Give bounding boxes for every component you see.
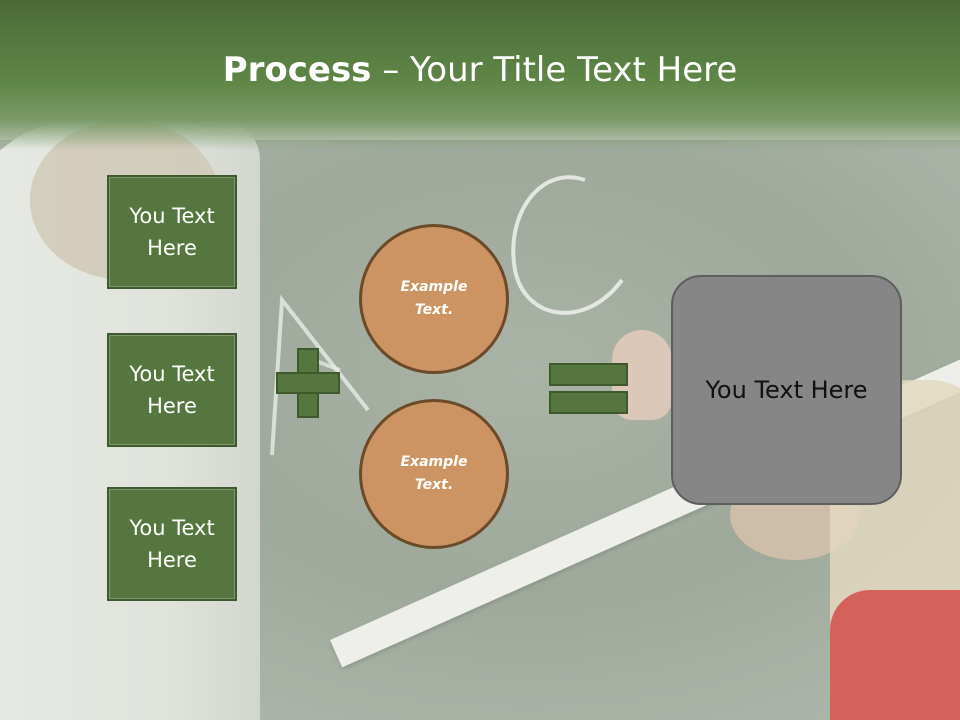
example-circle-2-label: Example Text. bbox=[400, 454, 468, 493]
text-box-1[interactable]: You Text Here bbox=[107, 175, 237, 289]
girl-shirt bbox=[830, 590, 960, 720]
slide-title[interactable]: Process – Your Title Text Here bbox=[0, 50, 960, 90]
title-bar bbox=[0, 0, 960, 150]
example-circle-2[interactable]: Example Text. bbox=[359, 399, 509, 549]
equals-icon-bottom-bar bbox=[549, 391, 628, 414]
title-bold: Process bbox=[222, 50, 372, 90]
text-box-2-label: You Text Here bbox=[129, 362, 215, 418]
plus-icon-center bbox=[299, 374, 317, 392]
text-box-1-label: You Text Here bbox=[129, 204, 215, 260]
text-box-3[interactable]: You Text Here bbox=[107, 487, 237, 601]
example-circle-1[interactable]: Example Text. bbox=[359, 224, 509, 374]
result-box-label: You Text Here bbox=[705, 376, 868, 404]
text-box-2[interactable]: You Text Here bbox=[107, 333, 237, 447]
text-box-3-label: You Text Here bbox=[129, 516, 215, 572]
title-rest: – Your Title Text Here bbox=[371, 50, 738, 90]
result-box[interactable]: You Text Here bbox=[671, 275, 902, 505]
example-circle-1-label: Example Text. bbox=[400, 279, 468, 318]
equals-icon-top-bar bbox=[549, 363, 628, 386]
